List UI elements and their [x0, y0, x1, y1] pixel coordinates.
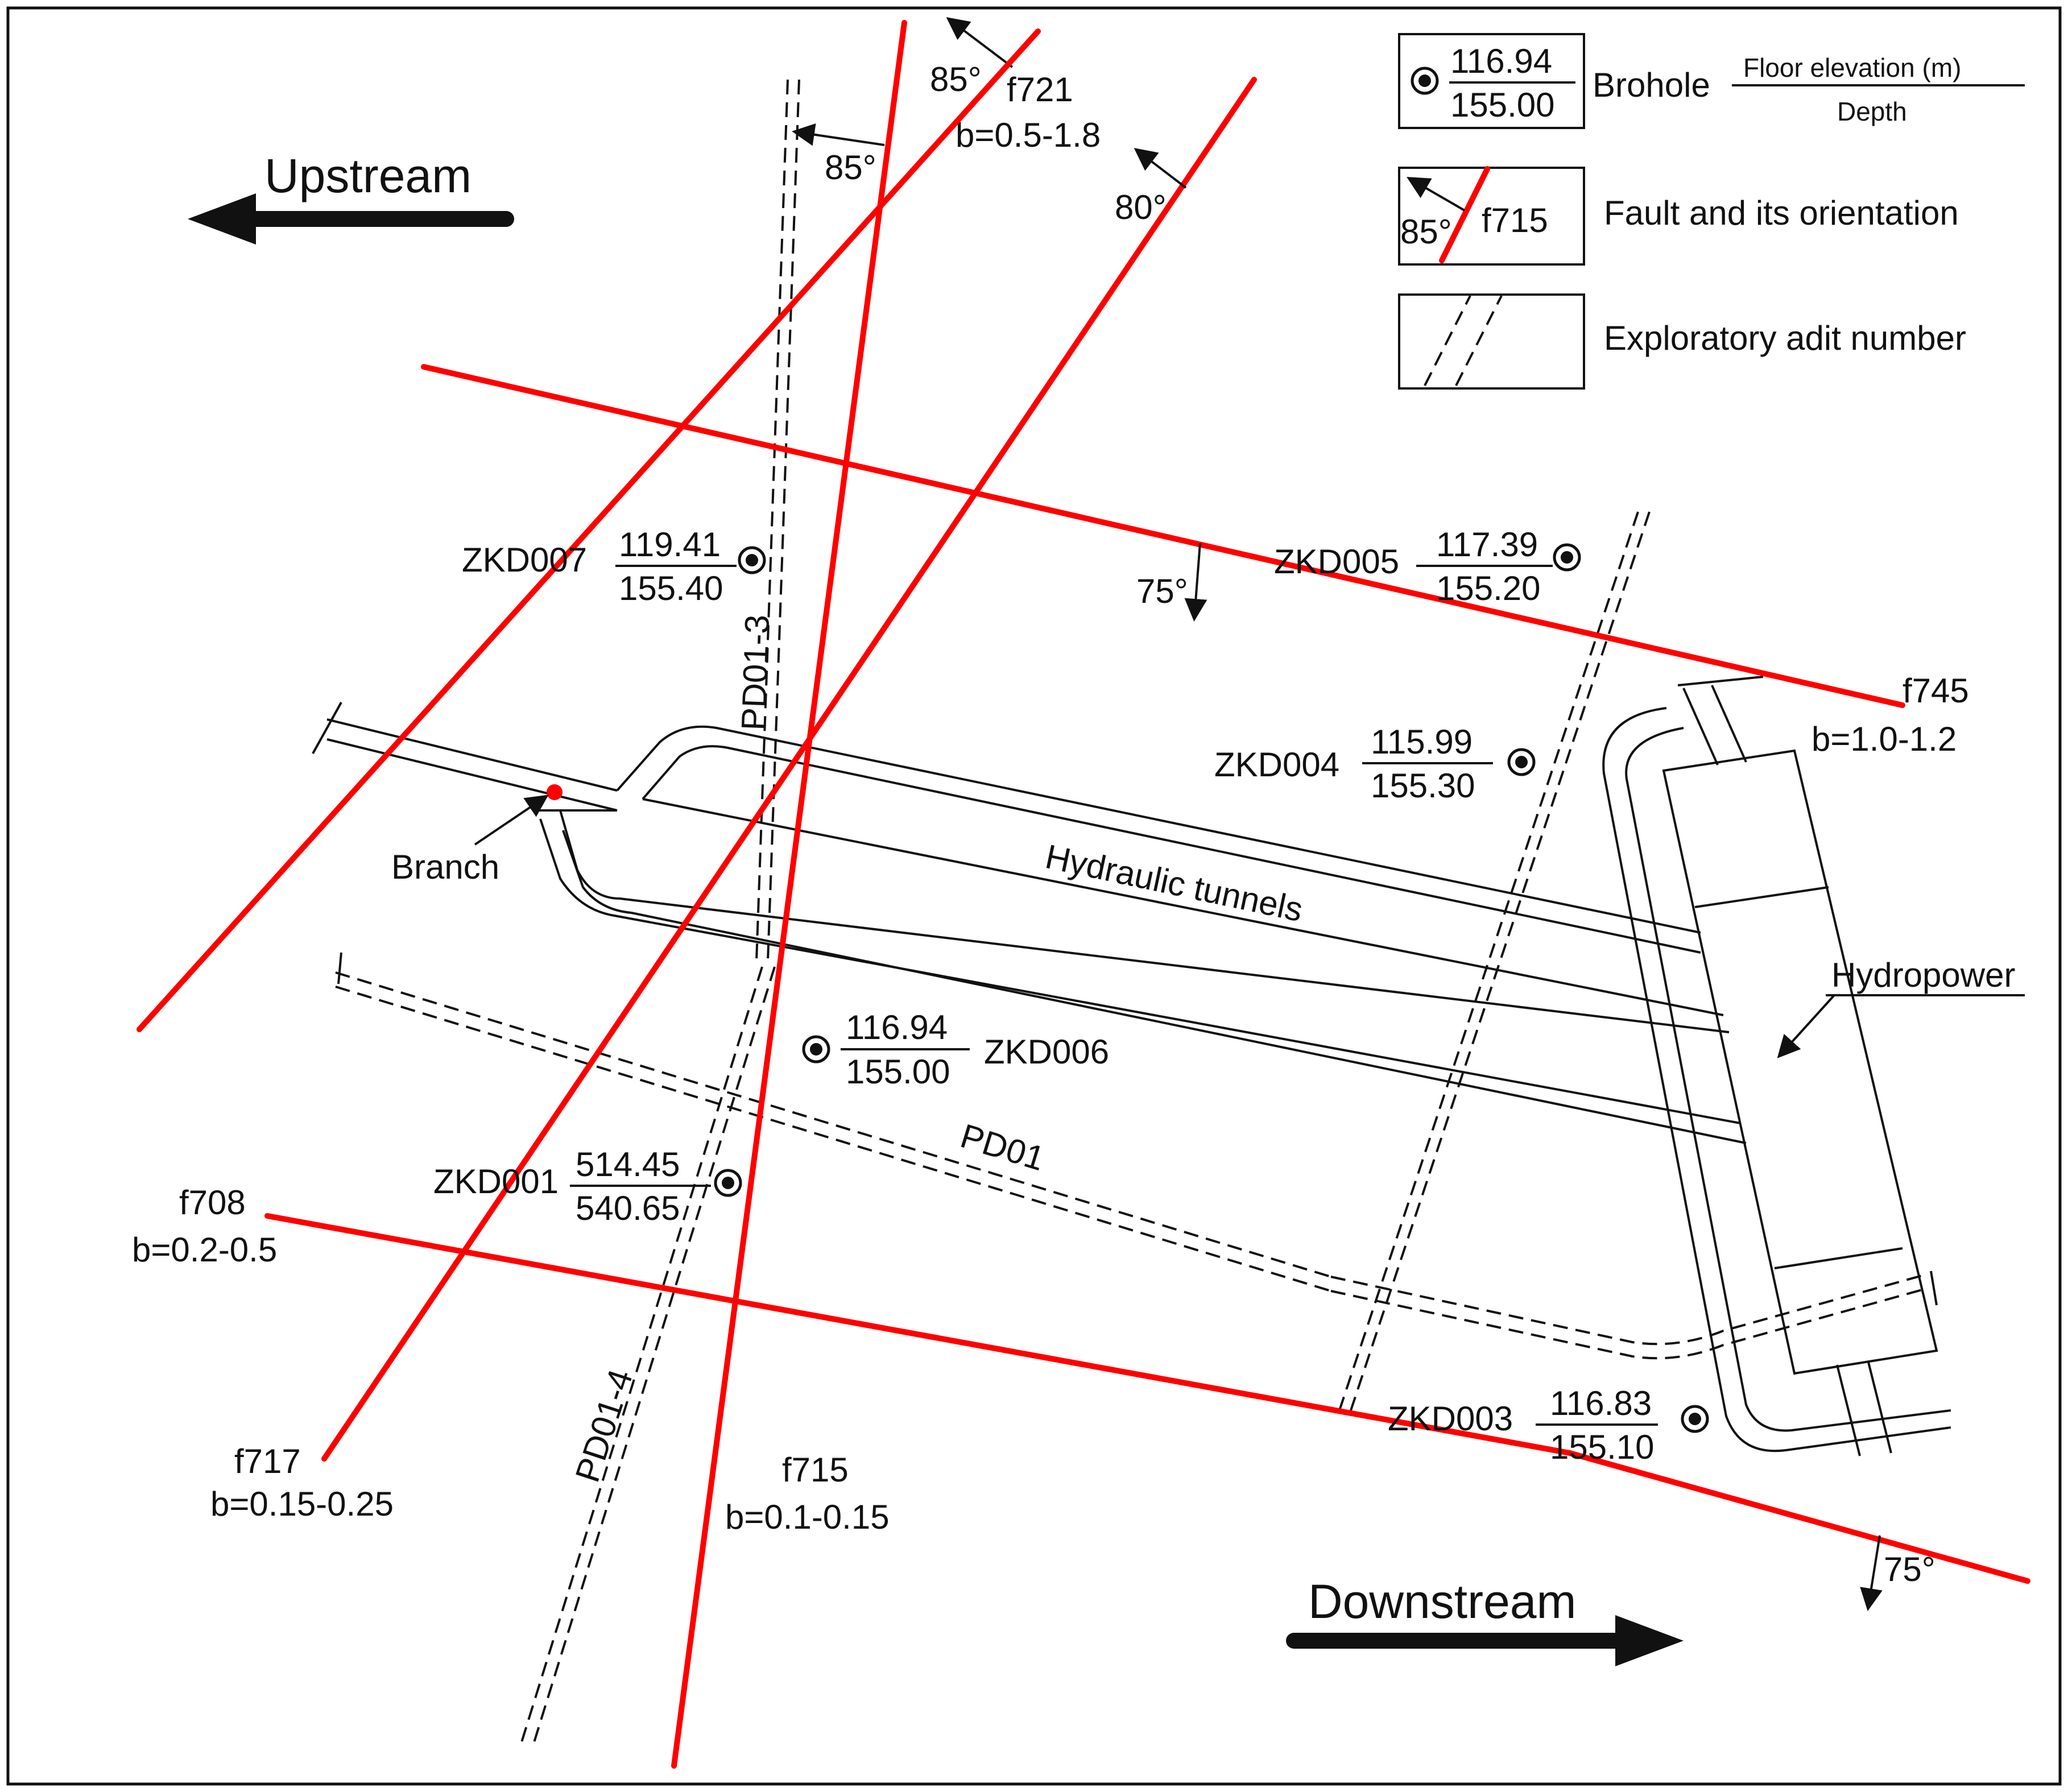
zkd007-symbol-icon [738, 546, 766, 574]
zkd006-top: 116.94 [846, 1008, 948, 1046]
f721-dip-arrow2-icon [792, 123, 885, 146]
zkd003-name: ZKD003 [1388, 1400, 1513, 1438]
borehole-symbol-icon [1411, 67, 1439, 95]
f715-name: f715 [782, 1451, 849, 1489]
f715-width: b=0.1-0.15 [725, 1498, 890, 1536]
hydraulic-tunnels-label: Hydraulic tunnels [1042, 837, 1306, 929]
borehole-zkd007: ZKD007 119.41 155.40 [462, 525, 766, 607]
fault-f717-labels: f717 b=0.15-0.25 [210, 1442, 394, 1523]
legend-fault-line [1439, 166, 1490, 263]
legend-borehole-label: Brohole [1593, 66, 1710, 104]
borehole-zkd006: 116.94 155.00 ZKD006 [802, 1008, 1109, 1091]
zkd006-bottom: 155.00 [846, 1053, 950, 1091]
zkd003-top: 116.83 [1550, 1384, 1652, 1422]
adit-pd01-4-label: PD01-4 [568, 1365, 640, 1487]
borehole-zkd003: ZKD003 116.83 155.10 [1388, 1384, 1709, 1466]
hydropower-station: Hydropower [1602, 676, 2025, 1456]
zkd003-bottom: 155.10 [1550, 1428, 1655, 1466]
fault-ne-1 [137, 28, 1041, 1032]
legend-fraction-top: Floor elevation (m) [1743, 53, 1961, 82]
downstream-arrow-icon [1615, 1615, 1684, 1666]
f721-dip2-label: 85° [825, 148, 876, 187]
f721-dip-label: 85° [930, 60, 982, 98]
upstream-label: Upstream [264, 149, 471, 202]
f745-name: f745 [1902, 672, 1969, 710]
zkd004-bottom: 155.30 [1371, 767, 1475, 805]
legend-fault-box [1398, 167, 1585, 266]
branch-label: Branch [391, 848, 499, 886]
zkd005-symbol-icon [1553, 543, 1581, 572]
f708-dip-label: 75° [1884, 1550, 1935, 1588]
f721-width: b=0.5-1.8 [956, 116, 1101, 154]
zkd005-name: ZKD005 [1274, 543, 1399, 581]
zkd005-bottom: 155.20 [1436, 569, 1541, 607]
adit-branch-east [1338, 511, 1651, 1411]
f717-name: f717 [234, 1442, 301, 1480]
zkd004-name: ZKD004 [1214, 746, 1339, 784]
zkd007-bottom: 155.40 [619, 569, 723, 607]
adit-pd01-label: PD01 [956, 1116, 1049, 1178]
legend-borehole-bottom: 155.00 [1450, 86, 1555, 124]
downstream-indicator: Downstream [1286, 1575, 1684, 1666]
downstream-label: Downstream [1308, 1575, 1576, 1628]
fault-f708: 75° f708 b=0.2-0.5 [132, 1183, 2030, 1611]
legend-fault-name: f715 [1482, 201, 1548, 239]
zkd007-name: ZKD007 [462, 541, 587, 579]
hydropower-label: Hydropower [1831, 956, 2015, 994]
ne-2-dip-label: 80° [1115, 188, 1167, 226]
f721-name: f721 [1007, 71, 1073, 109]
branch-pointer-arrow-icon [474, 794, 549, 846]
zkd005-top: 117.39 [1436, 525, 1538, 564]
fault-ne-2: 80° [321, 77, 1257, 1462]
legend-adit-box [1398, 293, 1585, 390]
zkd006-name: ZKD006 [984, 1033, 1109, 1071]
adit-pd01-4: PD01-4 [519, 966, 776, 1747]
borehole-zkd005: ZKD005 117.39 155.20 [1274, 525, 1581, 607]
borehole-zkd001: ZKD001 514.45 540.65 [433, 1145, 742, 1227]
diagram-frame [6, 6, 2062, 1786]
hydropower-pointer-arrow-icon [1777, 994, 1835, 1058]
f745-dip-arrow-icon [1184, 543, 1207, 622]
fault-f721: 85° 85° f721 b=0.5-1.8 [671, 17, 1101, 1769]
branch-marker: Branch [391, 784, 563, 886]
zkd003-symbol-icon [1681, 1405, 1709, 1433]
legend-fault-dip-arrow-icon [1407, 176, 1466, 212]
legend-borehole-box [1398, 33, 1585, 129]
legend-borehole-top: 116.94 [1450, 42, 1552, 80]
upstream-arrow-icon [188, 193, 256, 245]
f745-mid-dip-label: 75° [1136, 572, 1188, 610]
zkd004-symbol-icon [1507, 748, 1536, 776]
upstream-indicator: Upstream [188, 149, 514, 245]
zkd001-bottom: 540.65 [576, 1189, 680, 1227]
legend: 116.94 155.00 Brohole Floor elevation (m… [1398, 33, 2025, 390]
fault-f745: 75° f745 b=1.0-1.2 [421, 364, 1969, 758]
legend-fault-label: Fault and its orientation [1604, 194, 1959, 232]
borehole-zkd004: ZKD004 115.99 155.30 [1214, 723, 1536, 805]
legend-fault-angle: 85° [1400, 213, 1452, 251]
zkd001-symbol-icon [714, 1169, 742, 1197]
zkd004-top: 115.99 [1371, 723, 1473, 761]
zkd006-symbol-icon [802, 1035, 830, 1063]
f708-width: b=0.2-0.5 [132, 1231, 277, 1269]
ne-2-dip-arrow-icon [1134, 148, 1187, 189]
adit-pd01-3-label: PD01-3 [734, 614, 776, 731]
zkd001-name: ZKD001 [433, 1162, 559, 1201]
legend-fraction-bottom: Depth [1837, 97, 1907, 126]
f708-name: f708 [179, 1183, 246, 1222]
zkd001-top: 514.45 [576, 1145, 680, 1183]
f717-width: b=0.15-0.25 [210, 1485, 394, 1523]
f708-dip-arrow-icon [1860, 1535, 1883, 1611]
fault-f715-labels: f715 b=0.1-0.15 [725, 1451, 890, 1536]
zkd007-top: 119.41 [619, 525, 721, 564]
f745-width: b=1.0-1.2 [1811, 720, 1957, 758]
f721-dip-arrow-icon [946, 17, 1014, 68]
branch-point-icon [547, 784, 563, 800]
legend-adit-label: Exploratory adit number [1604, 319, 1966, 357]
